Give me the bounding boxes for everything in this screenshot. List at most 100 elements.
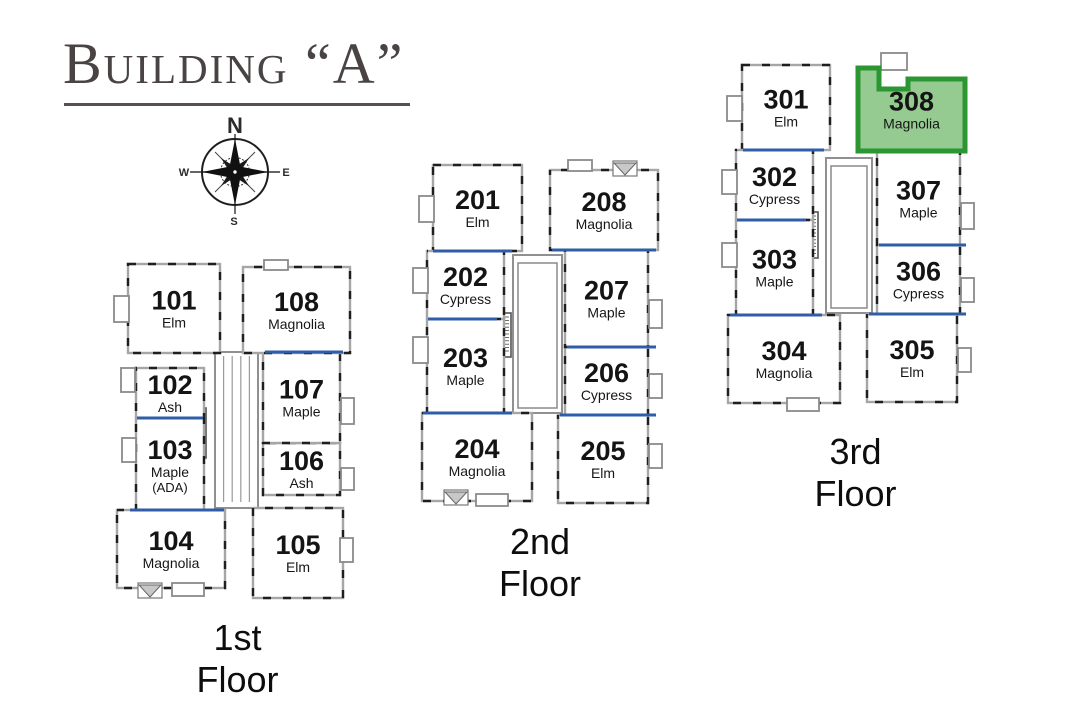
unit-105[interactable] xyxy=(251,506,345,600)
unit-106-number: 106 xyxy=(279,446,324,476)
unit-308-name: Magnolia xyxy=(883,116,940,132)
unit-308-number: 308 xyxy=(889,87,934,117)
unit-302-name: Cypress xyxy=(749,191,800,207)
floor-label-1st: 1st Floor xyxy=(150,617,325,702)
title-underline xyxy=(64,103,410,106)
unit-106[interactable] xyxy=(261,441,342,497)
roof-vent-triangle xyxy=(443,491,469,505)
unit-102-number: 102 xyxy=(147,370,192,400)
unit-206-number: 206 xyxy=(584,358,629,388)
unit-108-number: 108 xyxy=(274,287,319,317)
unit-105-number: 105 xyxy=(275,530,320,560)
floor-label-2nd-line1: 2nd xyxy=(509,521,571,562)
bay-window-bump xyxy=(475,493,509,507)
unit-306[interactable] xyxy=(875,243,962,316)
unit-206-name: Cypress xyxy=(581,387,632,403)
unit-304-name: Magnolia xyxy=(756,365,813,381)
unit-303[interactable] xyxy=(734,218,815,317)
bay-window-bump xyxy=(880,52,908,71)
unit-305-name: Elm xyxy=(900,364,924,380)
compass-south-label: S xyxy=(230,216,237,228)
unit-305[interactable] xyxy=(865,312,959,404)
stair-shaft xyxy=(830,165,868,309)
floor-label-3rd: 3rd Floor xyxy=(768,431,943,516)
floor-label-2nd: 2nd Floor xyxy=(455,521,625,606)
unit-107-number: 107 xyxy=(279,375,324,405)
floor-label-2nd-line2: Floor xyxy=(498,563,582,605)
bay-window-bump xyxy=(171,582,205,597)
bay-window-bump xyxy=(340,467,355,491)
bay-window-bump xyxy=(726,95,743,122)
unit-107-name: Maple xyxy=(282,404,320,420)
unit-303-name: Maple xyxy=(755,274,793,290)
unit-305-windows xyxy=(865,312,959,404)
roof-vent-triangle xyxy=(137,584,163,598)
floor-label-1st-line2: Floor xyxy=(196,659,279,701)
unit-104-windows xyxy=(115,508,227,590)
unit-201-number: 201 xyxy=(455,185,500,215)
unit-302-number: 302 xyxy=(752,162,797,192)
unit-102-name: Ash xyxy=(158,399,182,415)
unit-207-name: Maple xyxy=(587,305,625,321)
bay-window-bump xyxy=(120,367,136,393)
unit-101-name: Elm xyxy=(162,315,186,331)
compass-north-label: N xyxy=(227,113,243,138)
unit-103-name: Maple xyxy=(151,464,189,480)
unit-106-name: Ash xyxy=(289,475,313,491)
bay-window-bump xyxy=(412,336,429,364)
stair-shaft xyxy=(517,262,558,409)
unit-207[interactable] xyxy=(563,248,650,349)
unit-204[interactable] xyxy=(420,411,534,503)
unit-208-windows xyxy=(548,168,660,252)
unit-104-name: Magnolia xyxy=(143,555,200,571)
unit-205-name: Elm xyxy=(591,465,615,481)
unit-205-number: 205 xyxy=(580,436,625,466)
floor-label-3rd-line1: 3rd xyxy=(829,431,882,472)
unit-103-number: 103 xyxy=(147,435,192,465)
bay-window-bump xyxy=(960,277,975,303)
bay-window-bump xyxy=(113,295,130,323)
unit-208-name: Magnolia xyxy=(576,216,633,232)
bay-window-bump xyxy=(340,397,355,425)
unit-104-number: 104 xyxy=(148,526,193,556)
compass-east-label: E xyxy=(282,167,289,179)
bay-window-bump xyxy=(121,437,137,463)
bay-window-bump xyxy=(648,443,663,469)
unit-108-name: Magnolia xyxy=(268,316,325,332)
bay-window-bump xyxy=(648,373,663,399)
floor-label-1st-line1: 1st xyxy=(213,617,262,658)
bay-window-bump xyxy=(960,202,975,230)
unit-101-windows xyxy=(126,262,222,355)
bay-window-bump xyxy=(721,242,738,268)
roof-vent-triangle xyxy=(612,162,638,176)
unit-308-highlighted[interactable] xyxy=(855,65,968,154)
unit-301-name: Elm xyxy=(774,114,798,130)
unit-301-number: 301 xyxy=(763,85,808,115)
unit-307-number: 307 xyxy=(896,176,941,206)
unit-202-number: 202 xyxy=(443,262,488,292)
unit-204-number: 204 xyxy=(454,434,499,464)
page-title: Building “A” xyxy=(63,31,405,96)
unit-207-number: 207 xyxy=(584,276,629,306)
unit-203-number: 203 xyxy=(443,343,488,373)
unit-102-windows xyxy=(134,366,206,420)
unit-202-name: Cypress xyxy=(440,291,491,307)
unit-203-name: Maple xyxy=(446,372,484,388)
unit-204-name: Magnolia xyxy=(449,463,506,479)
unit-304[interactable] xyxy=(726,313,842,405)
unit-306-windows xyxy=(875,243,962,316)
unit-307[interactable] xyxy=(875,150,962,247)
unit-301[interactable] xyxy=(740,63,832,152)
bay-window-bump xyxy=(263,259,289,271)
unit-104[interactable] xyxy=(115,508,227,590)
corridor-1st xyxy=(214,351,259,509)
unit-305-number: 305 xyxy=(889,335,934,365)
floor-plan-3rd: 301Elm302Cypress303Maple304Magnolia305El… xyxy=(721,52,975,412)
unit-306-name: Cypress xyxy=(893,286,944,302)
unit-302[interactable] xyxy=(734,148,815,222)
unit-203[interactable] xyxy=(425,317,506,415)
unit-304-number: 304 xyxy=(761,336,806,366)
